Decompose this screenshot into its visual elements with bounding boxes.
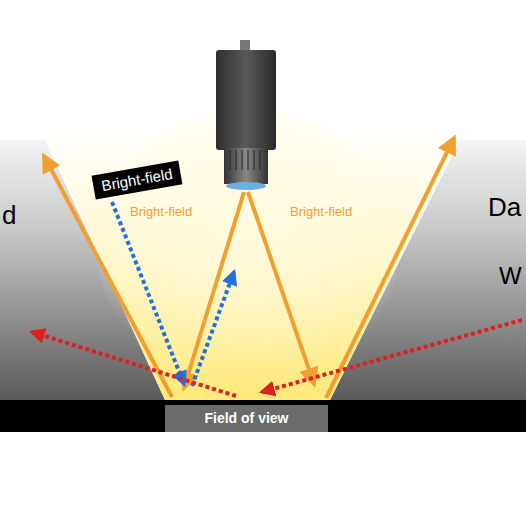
light-glow [98,110,398,390]
sample-surface [0,400,526,432]
region-label: W [499,262,522,290]
lens-glass [226,182,266,190]
camera-body [216,50,276,150]
region-label: Da [488,192,521,223]
camera-lens [224,148,268,184]
node-text: Field of view [175,410,318,427]
lens-knurling [230,150,260,170]
bright-field-rays [44,138,454,398]
field-of-view-box: Field of view [165,405,328,432]
region-label: d [2,200,16,231]
dark-field-dotted-rays [32,320,522,396]
bright-field-dotted-rays [112,202,234,386]
ray-label: Bright-field [130,204,192,219]
ray-label: Bright-field [290,204,352,219]
